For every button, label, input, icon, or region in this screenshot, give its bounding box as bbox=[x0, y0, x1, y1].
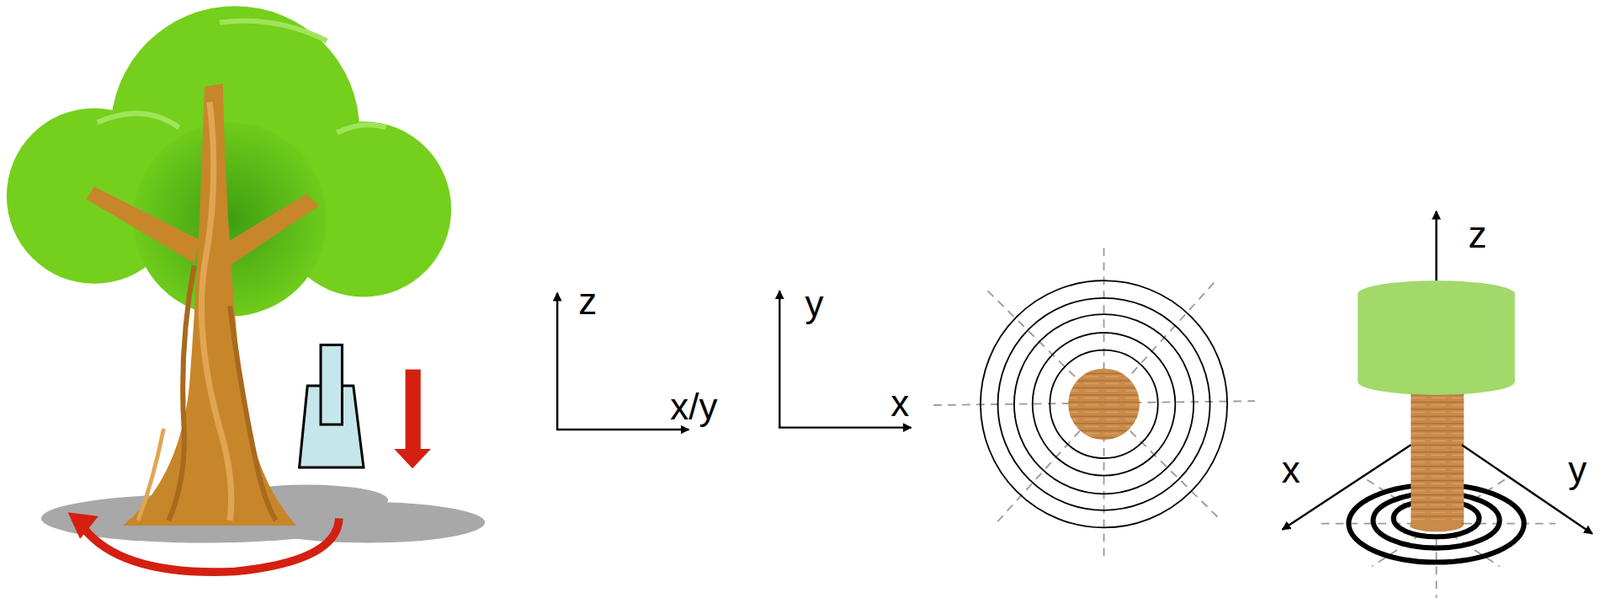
sensor-device bbox=[299, 345, 364, 468]
tree-3d-view bbox=[1282, 211, 1593, 598]
axis-label: x bbox=[1281, 451, 1301, 489]
axis-label: y bbox=[1568, 451, 1587, 489]
axis-label: x/y bbox=[669, 388, 718, 426]
axis-label: z bbox=[578, 282, 597, 320]
ring-top-view bbox=[933, 247, 1255, 561]
motion-arrows bbox=[68, 369, 431, 572]
axis-label: z bbox=[1468, 216, 1488, 254]
axis-label: y bbox=[804, 285, 824, 323]
axis-lines bbox=[556, 290, 912, 430]
axis-label: x bbox=[890, 384, 909, 422]
tree-trunk bbox=[85, 83, 319, 526]
